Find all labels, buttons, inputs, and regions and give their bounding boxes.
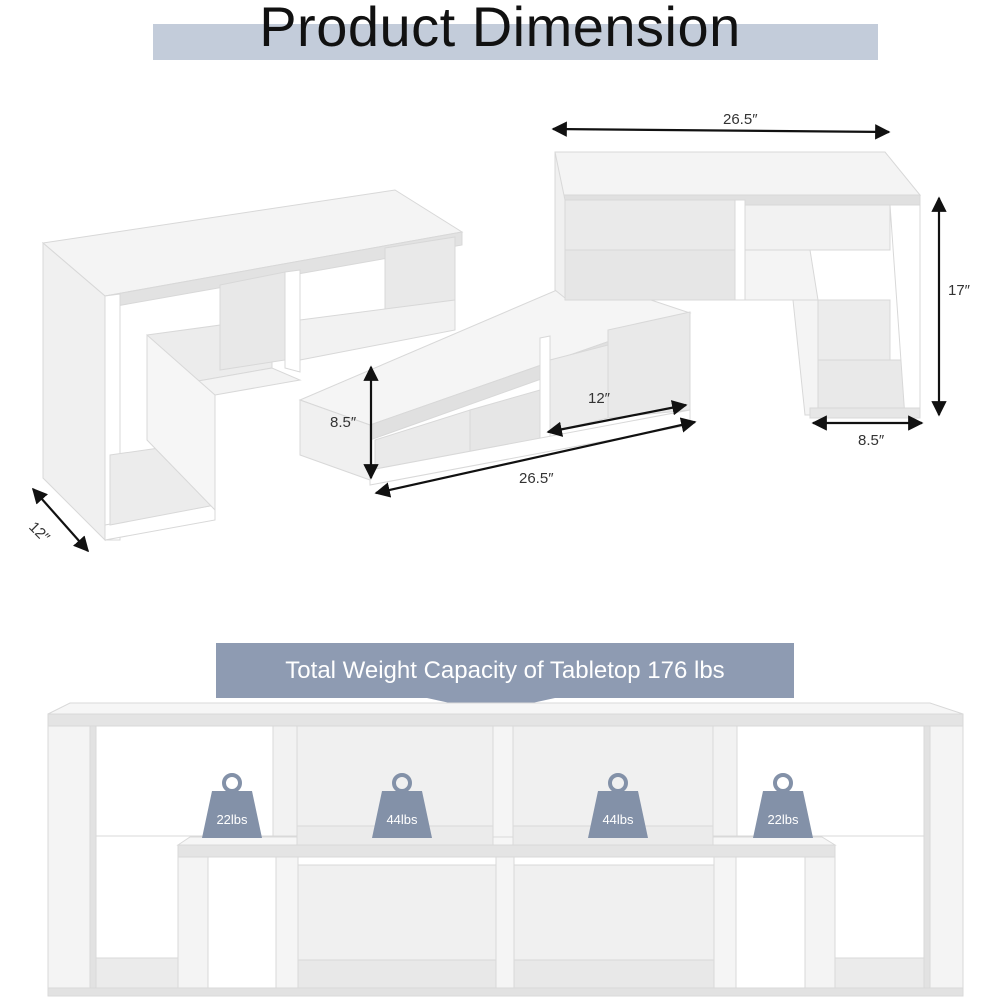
shelf-front-view bbox=[47, 702, 964, 997]
label-middle-height: 8.5″ bbox=[330, 414, 357, 431]
arrow-top-width bbox=[551, 121, 891, 140]
label-base-depth: 8.5″ bbox=[858, 432, 885, 449]
capacity-banner: Total Weight Capacity of Tabletop 176 lb… bbox=[216, 643, 794, 712]
weight-4: 22lbs bbox=[753, 773, 813, 838]
shelf-dimension-drawing bbox=[41, 151, 922, 542]
page-title: Product Dimension bbox=[259, 0, 741, 58]
weight-2-label: 44lbs bbox=[386, 812, 418, 827]
weight-3-label: 44lbs bbox=[602, 812, 634, 827]
weight-4-label: 22lbs bbox=[767, 812, 799, 827]
weight-1-label: 22lbs bbox=[216, 812, 248, 827]
label-middle-width: 26.5″ bbox=[519, 470, 554, 487]
weight-2: 44lbs bbox=[372, 773, 432, 838]
title-band bbox=[153, 24, 878, 60]
capacity-label: Total Weight Capacity of Tabletop 176 lb… bbox=[285, 657, 724, 684]
arrow-side-depth bbox=[31, 487, 90, 553]
weight-3: 44lbs bbox=[588, 773, 648, 838]
arrow-middle-width bbox=[374, 417, 697, 498]
label-top-width: 26.5″ bbox=[723, 111, 758, 128]
label-middle-depth: 12″ bbox=[588, 390, 611, 407]
dimension-arrows bbox=[31, 121, 947, 553]
label-height: 17″ bbox=[948, 282, 971, 299]
label-side-depth: 12″ bbox=[25, 519, 53, 547]
weight-1: 22lbs bbox=[202, 773, 262, 838]
